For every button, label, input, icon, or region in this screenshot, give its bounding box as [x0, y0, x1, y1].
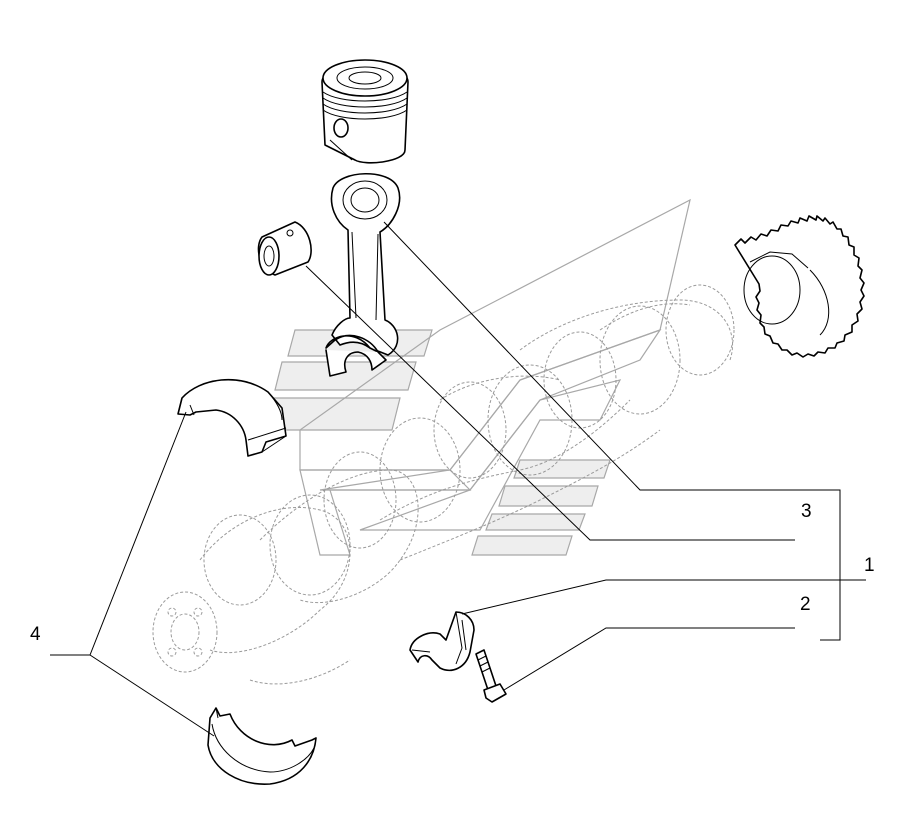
timing-gear: [734, 215, 865, 358]
conrod-bolt: [475, 649, 507, 703]
piston: [321, 59, 409, 164]
main-bearing-shell-lower: [207, 707, 317, 785]
watermark-logo: [261, 198, 691, 556]
piston-pin: [257, 221, 312, 276]
conrod-bearing-shell: [409, 611, 475, 672]
callout-3: 3: [801, 501, 812, 522]
callout-4: 4: [30, 624, 41, 645]
connecting-rod: [325, 172, 401, 377]
leader-lines: [50, 221, 866, 737]
callout-1: 1: [864, 555, 875, 576]
callout-labels: 3 1 2 4: [30, 501, 875, 645]
callout-2: 2: [800, 594, 811, 615]
crankshaft-ghost: [152, 284, 735, 685]
main-bearing-shell-upper: [177, 378, 287, 457]
